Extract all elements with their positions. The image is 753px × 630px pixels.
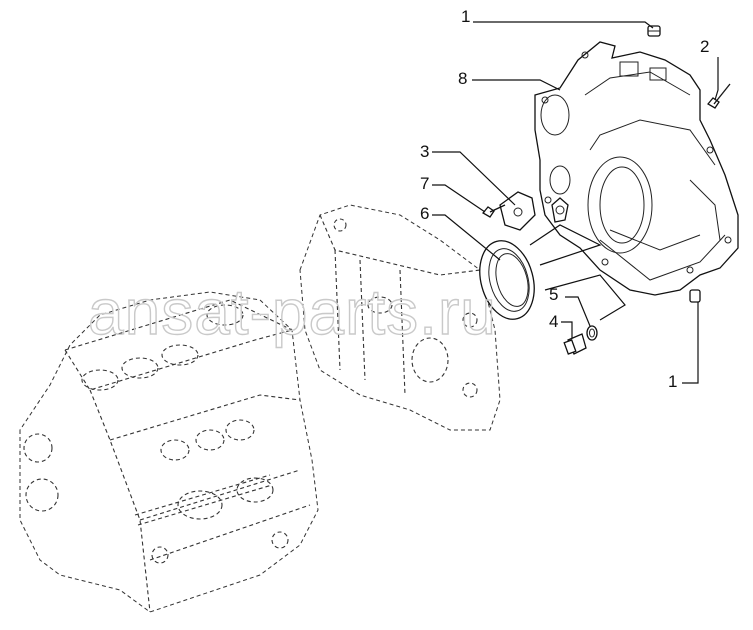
engine-block-left [19, 291, 319, 613]
engine-block-rear [299, 204, 501, 431]
callout-4: 4 [549, 312, 558, 331]
callout-6: 6 [420, 204, 429, 223]
callout-8: 8 [458, 69, 467, 88]
callout-labels: 1 2 8 3 7 6 5 4 1 [420, 7, 709, 391]
leader-lines [432, 21, 719, 384]
callout-3: 3 [420, 142, 429, 161]
cover-plate [499, 191, 536, 231]
flywheel-housing [534, 41, 739, 296]
callout-2: 2 [700, 37, 709, 56]
seal-ring [479, 240, 535, 320]
screw [482, 204, 506, 218]
callout-1-top: 1 [461, 7, 470, 26]
plug-top [647, 25, 661, 37]
washer [586, 325, 598, 341]
drain-plug [563, 333, 587, 355]
callout-5: 5 [549, 285, 558, 304]
bolt [707, 83, 731, 109]
watermark-text: ansat-parts.ru [88, 276, 497, 348]
callout-1-bottom: 1 [668, 372, 677, 391]
callout-7: 7 [420, 174, 429, 193]
sensor-fitting [551, 197, 569, 223]
plug-bottom [689, 289, 701, 303]
